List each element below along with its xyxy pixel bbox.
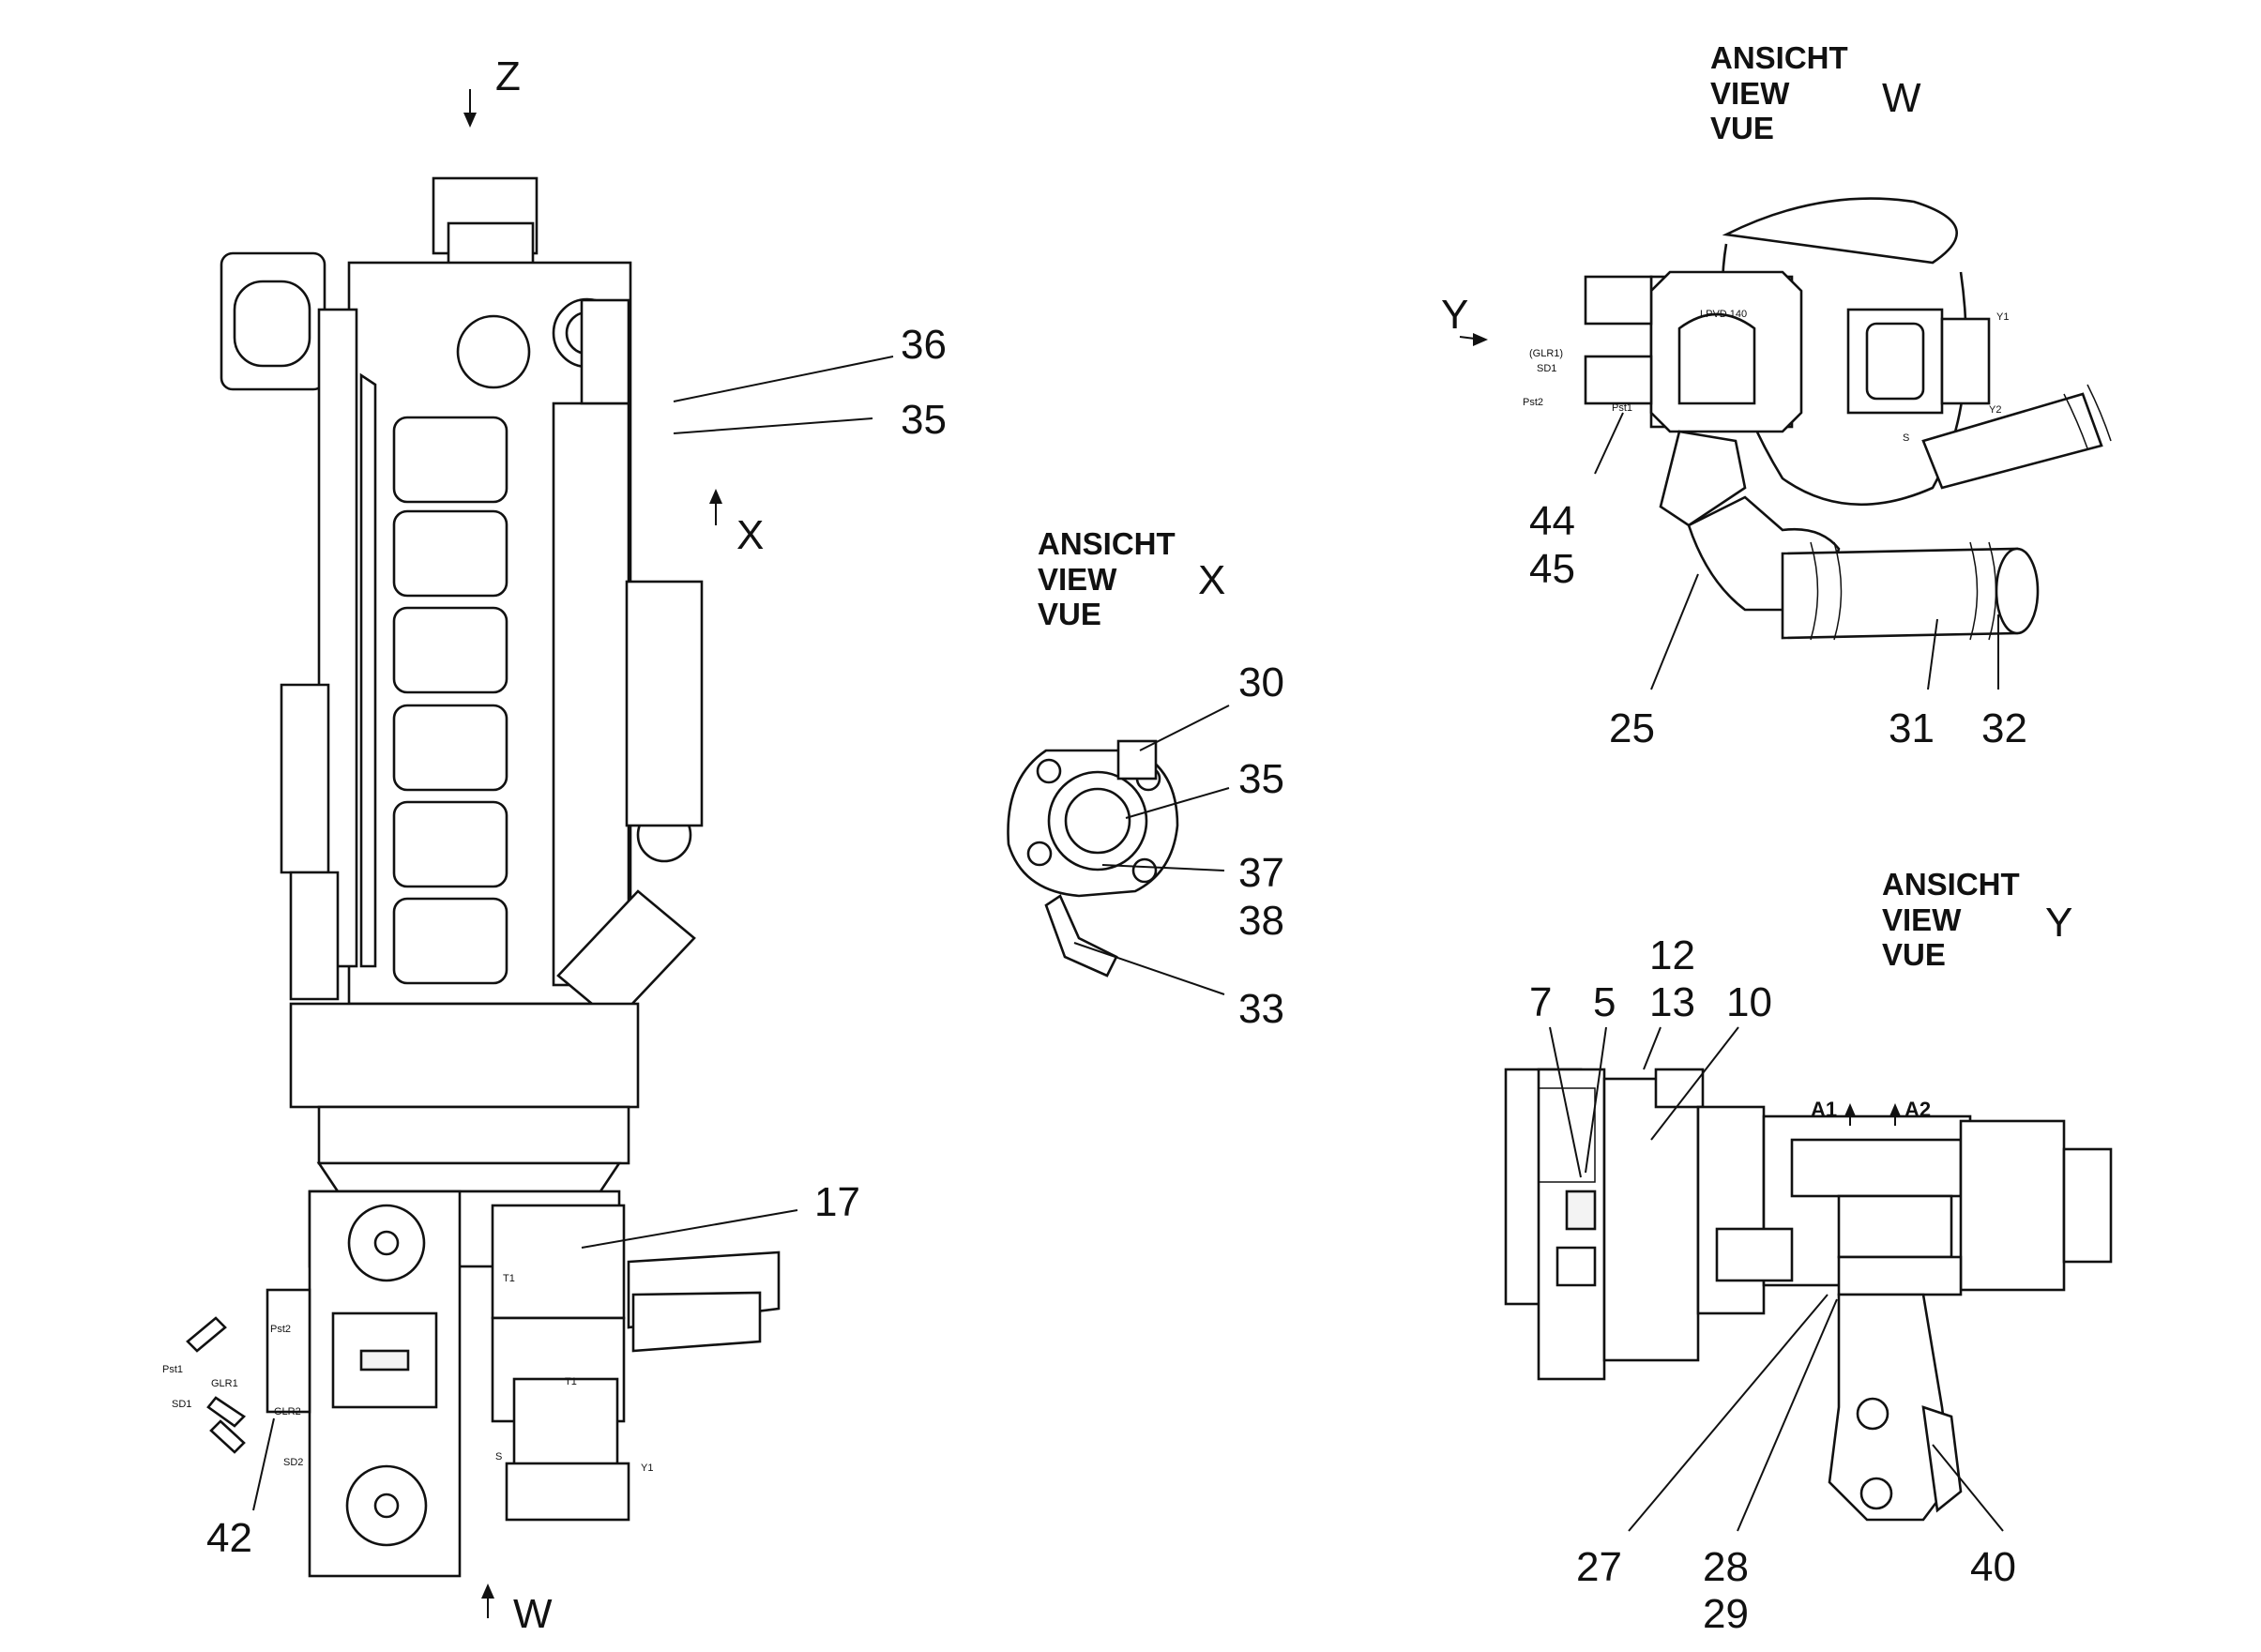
callout-36: 36: [901, 322, 947, 368]
svg-text:Y: Y: [2045, 900, 2072, 946]
view-arrow-x: X: [709, 489, 764, 558]
port-label-y1: Y1: [641, 1463, 653, 1474]
svg-text:ANSICHT: ANSICHT: [1882, 867, 2020, 902]
svg-text:VUE: VUE: [1038, 597, 1101, 631]
view-x-flange-part: [1007, 739, 1179, 978]
svg-text:A2: A2: [1904, 1098, 1931, 1121]
callout-44: 44: [1529, 498, 1575, 544]
callout-5: 5: [1593, 979, 1616, 1025]
port-label-s: S: [495, 1451, 502, 1463]
port-label-pst1-w: Pst1: [1612, 402, 1632, 414]
svg-text:VUE: VUE: [1882, 937, 1946, 972]
view-w-pump-assembly: LPVD 140 (GLR1) SD1 Pst2 Pst1 Y1 Y2 S: [1523, 197, 2112, 641]
view-x-header: ANSICHT VIEW VUE X: [1038, 526, 1225, 631]
callout-7: 7: [1529, 979, 1552, 1025]
callout-33: 33: [1238, 986, 1284, 1032]
callout-10: 10: [1726, 979, 1772, 1025]
port-label-pst2: Pst2: [270, 1324, 291, 1335]
svg-text:Y: Y: [1441, 292, 1468, 338]
svg-text:ANSICHT: ANSICHT: [1038, 526, 1176, 561]
view-arrow-y: Y: [1441, 292, 1488, 346]
port-arrow-a2: A2: [1889, 1098, 1931, 1126]
view-arrow-w: W: [481, 1584, 553, 1637]
callout-45: 45: [1529, 546, 1575, 592]
svg-text:VIEW: VIEW: [1038, 562, 1117, 597]
port-label-glr2: GLR2: [274, 1406, 301, 1417]
callout-30: 30: [1238, 659, 1284, 705]
port-label-pst1: Pst1: [162, 1364, 183, 1375]
svg-text:W: W: [513, 1591, 553, 1637]
callout-31: 31: [1889, 705, 1935, 751]
svg-text:VIEW: VIEW: [1710, 76, 1790, 111]
view-arrow-z: Z: [463, 53, 521, 128]
port-label-y1-w: Y1: [1996, 311, 2009, 323]
view-w-header: ANSICHT VIEW VUE W: [1710, 40, 1921, 145]
pump-label-lpvd: LPVD 140: [1700, 309, 1747, 320]
view-y-header: ANSICHT VIEW VUE Y: [1882, 867, 2072, 972]
callout-25: 25: [1609, 705, 1655, 751]
svg-text:X: X: [1198, 557, 1225, 603]
port-label-pst2-w: Pst2: [1523, 397, 1543, 408]
port-label-s-w: S: [1903, 432, 1909, 444]
callout-35: 35: [901, 397, 947, 443]
callout-38: 38: [1238, 898, 1284, 944]
svg-text:X: X: [736, 512, 764, 558]
cylinder-heads: [392, 416, 508, 985]
callout-42: 42: [206, 1515, 252, 1561]
port-label-sd2: SD2: [283, 1457, 303, 1468]
callout-13: 13: [1649, 979, 1695, 1025]
pilot-fittings: [186, 1316, 247, 1454]
port-arrow-a1: A1: [1811, 1098, 1856, 1126]
port-label-y2-w: Y2: [1989, 404, 2001, 416]
port-label-sd1-w: SD1: [1537, 363, 1556, 374]
callout-35-view-x: 35: [1238, 756, 1284, 802]
callout-12: 12: [1649, 932, 1695, 978]
svg-text:VIEW: VIEW: [1882, 902, 1962, 937]
svg-text:ANSICHT: ANSICHT: [1710, 40, 1848, 75]
svg-text:W: W: [1882, 75, 1921, 121]
svg-text:A1: A1: [1811, 1098, 1837, 1121]
callout-29: 29: [1703, 1591, 1749, 1637]
port-label-sd1: SD1: [172, 1399, 191, 1410]
port-label-t1-lower: T1: [565, 1376, 577, 1387]
port-label-glr1-w: (GLR1): [1529, 348, 1563, 359]
port-label-t1-upper: T1: [503, 1273, 515, 1284]
callout-32: 32: [1981, 705, 2027, 751]
callout-37: 37: [1238, 850, 1284, 896]
callout-40: 40: [1970, 1544, 2016, 1590]
port-label-glr1: GLR1: [211, 1378, 238, 1389]
svg-text:VUE: VUE: [1710, 111, 1774, 145]
svg-text:Z: Z: [495, 53, 521, 99]
callout-27: 27: [1576, 1544, 1622, 1590]
callout-17: 17: [814, 1179, 860, 1225]
callout-28: 28: [1703, 1544, 1749, 1590]
engine-assembly-main-view: Pst1 Pst2 GLR1 SD1 GLR2 SD2 T1 T1 Y1 S: [162, 176, 781, 1578]
view-y-pump-side: [1504, 1068, 2113, 1522]
